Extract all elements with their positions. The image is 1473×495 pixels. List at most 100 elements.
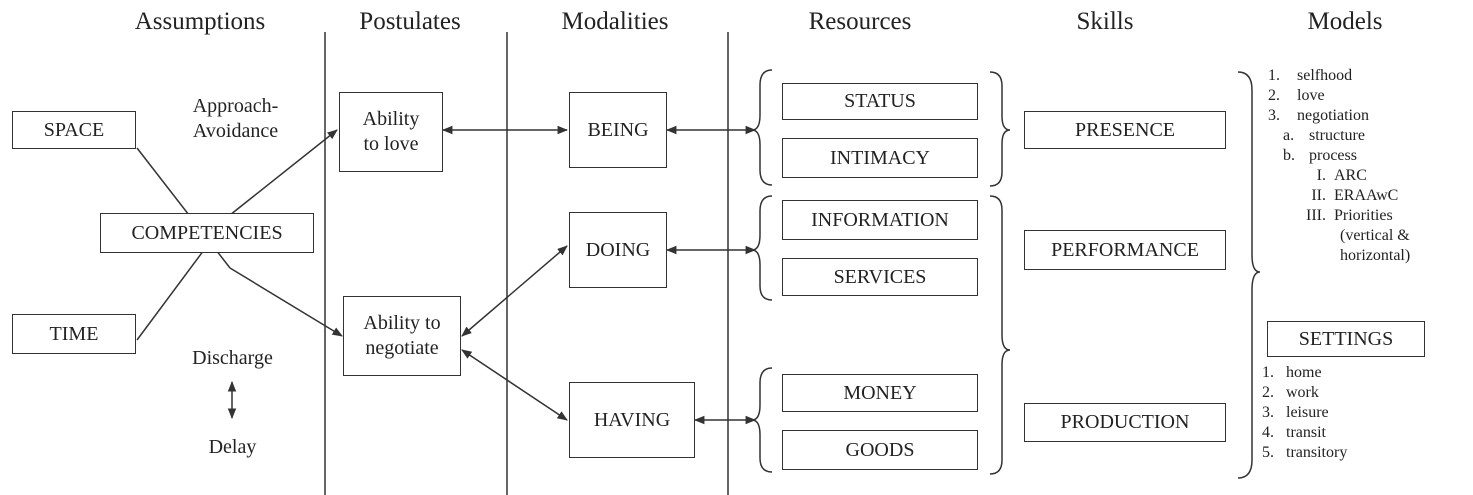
models-subsubitem: II. ERAAwC: [1268, 186, 1410, 206]
intimacy-box: INTIMACY: [782, 138, 978, 178]
settings-item-text: transitory: [1286, 444, 1348, 461]
avoidance-line: Avoidance: [192, 120, 279, 142]
approach-line: Approach-: [192, 95, 279, 117]
settings-item: 4. transit: [1262, 423, 1347, 443]
priorities-continuation: (vertical &: [1340, 227, 1410, 244]
models-subsubitem-text: ERAAwC: [1334, 187, 1399, 204]
ability-negotiate-line1: Ability to: [363, 312, 441, 334]
being-box: BEING: [569, 92, 667, 168]
arrow-negotiate-doing: [461, 245, 568, 337]
settings-item: 2. work: [1262, 383, 1347, 403]
ability-love-line1: Ability: [362, 108, 420, 130]
models-item-num: 2.: [1268, 87, 1280, 104]
arrow-negotiate-having: [461, 349, 568, 421]
settings-item-num: 1.: [1262, 364, 1274, 381]
money-label: MONEY: [843, 381, 917, 404]
information-label: INFORMATION: [811, 208, 949, 231]
money-box: MONEY: [782, 374, 978, 412]
models-item-text: selfhood: [1297, 67, 1353, 84]
having-box: HAVING: [569, 382, 695, 458]
goods-box: GOODS: [782, 430, 978, 470]
presence-box: PRESENCE: [1024, 111, 1226, 149]
ability-to-love-box: Ability to love: [339, 92, 443, 172]
goods-label: GOODS: [845, 438, 915, 461]
header-postulates: Postulates: [359, 8, 461, 35]
time-box: TIME: [12, 314, 136, 354]
models-subsubitem-num: III.: [1306, 207, 1326, 224]
models-subsubitem-text: ARC: [1334, 167, 1367, 184]
services-label: SERVICES: [833, 265, 927, 288]
discharge-label: Discharge: [192, 347, 273, 369]
brace-performance-production: [989, 195, 1011, 475]
performance-label: PERFORMANCE: [1051, 238, 1199, 261]
production-label: PRODUCTION: [1060, 411, 1190, 433]
priorities-continuation: horizontal): [1340, 247, 1411, 264]
status-label: STATUS: [844, 90, 916, 112]
settings-item: 1. home: [1262, 363, 1347, 383]
delay-label: Delay: [208, 436, 257, 458]
models-subitem: b. process: [1268, 146, 1410, 166]
information-box: INFORMATION: [782, 200, 978, 240]
models-item-text: love: [1297, 87, 1325, 104]
arrow-competencies-love: [229, 129, 338, 216]
models-subitem-text: structure: [1309, 127, 1365, 144]
models-subsubitem-num: II.: [1311, 187, 1326, 204]
models-item: 3. negotiation: [1268, 106, 1410, 126]
settings-item-text: transit: [1286, 424, 1326, 441]
settings-item-num: 5.: [1262, 444, 1274, 461]
settings-item-num: 4.: [1262, 424, 1274, 441]
header-modalities: Modalities: [561, 8, 669, 35]
time-label: TIME: [49, 322, 99, 345]
being-label: BEING: [587, 118, 649, 141]
settings-item-text: home: [1286, 364, 1322, 381]
brace-presence: [989, 71, 1011, 187]
presence-label: PRESENCE: [1074, 118, 1176, 141]
settings-item-text: work: [1286, 384, 1319, 401]
header-models: Models: [1307, 8, 1383, 35]
doing-box: DOING: [569, 212, 667, 288]
brace-having: [751, 367, 773, 473]
ability-negotiate-line2: negotiate: [365, 337, 439, 359]
competencies-box: COMPETENCIES: [100, 213, 314, 253]
models-subsubitem: I. ARC: [1268, 166, 1410, 186]
models-subsubitem-num: I.: [1316, 167, 1326, 184]
having-label: HAVING: [593, 408, 671, 431]
header-resources: Resources: [808, 8, 912, 35]
space-label: SPACE: [43, 118, 105, 141]
settings-item-num: 2.: [1262, 384, 1274, 401]
models-item: 2. love: [1268, 86, 1410, 106]
settings-item-text: leisure: [1286, 404, 1329, 421]
models-subsubitem-text: Priorities: [1334, 207, 1393, 224]
settings-item-num: 3.: [1262, 404, 1274, 421]
performance-box: PERFORMANCE: [1024, 230, 1226, 270]
settings-item: 3. leisure: [1262, 403, 1347, 423]
brace-models: [1237, 71, 1261, 479]
models-item-num: 3.: [1268, 107, 1280, 124]
doing-label: DOING: [585, 238, 651, 261]
settings-title: SETTINGS: [1298, 327, 1394, 350]
settings-box: SETTINGS: [1267, 321, 1425, 357]
status-box: STATUS: [782, 83, 978, 120]
models-item-num: 1.: [1268, 67, 1280, 84]
services-box: SERVICES: [782, 258, 978, 296]
header-skills: Skills: [1076, 8, 1134, 35]
models-subitem-num: b.: [1283, 147, 1295, 164]
production-box: PRODUCTION: [1024, 403, 1226, 442]
models-item: 1. selfhood: [1268, 66, 1410, 86]
competencies-label: COMPETENCIES: [131, 221, 283, 244]
intimacy-label: INTIMACY: [830, 146, 930, 169]
settings-list: 1. home 2. work 3. leisure 4. transit 5. tran…: [1262, 363, 1347, 463]
approach-avoidance-label: Approach- Avoidance: [168, 94, 303, 144]
settings-item: 5. transitory: [1262, 443, 1347, 463]
arrow-competencies-negotiate: [229, 267, 343, 337]
models-subitem-text: process: [1309, 147, 1357, 164]
models-item-text: negotiation: [1297, 107, 1369, 124]
brace-being: [751, 69, 773, 186]
models-subsubitem: III. Priorities: [1268, 206, 1410, 226]
ability-to-negotiate-box: Ability to negotiate: [343, 296, 461, 376]
models-subitem-num: a.: [1283, 127, 1295, 144]
header-assumptions: Assumptions: [134, 8, 266, 35]
space-box: SPACE: [12, 111, 136, 149]
models-subitem: a. structure: [1268, 126, 1410, 146]
brace-doing: [751, 195, 773, 301]
